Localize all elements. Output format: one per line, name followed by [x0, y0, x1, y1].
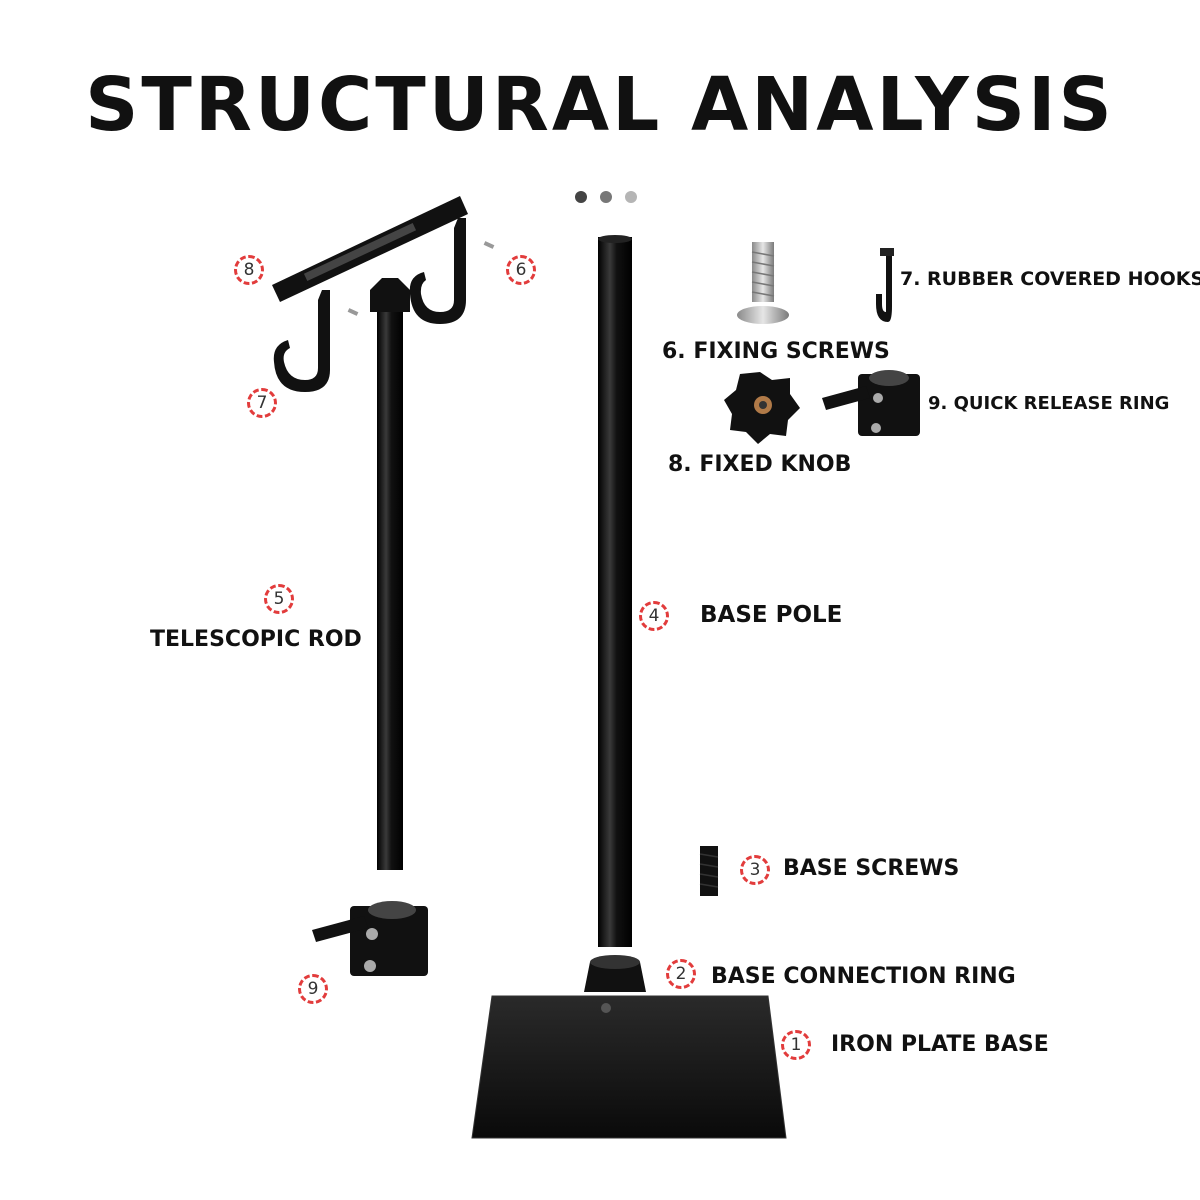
- badge-5: 5: [264, 584, 294, 614]
- page-title: STRUCTURAL ANALYSIS: [85, 62, 1115, 148]
- pager-dot-1[interactable]: [575, 191, 587, 203]
- label-base-connection-ring: BASE CONNECTION RING: [711, 964, 1016, 989]
- quick-release-ring-top: [822, 370, 920, 436]
- badge-6: 6: [506, 255, 536, 285]
- iron-plate-base: [471, 995, 787, 1139]
- label-telescopic-rod: TELESCOPIC ROD: [150, 627, 362, 652]
- label-fixing-screws: 6. FIXING SCREWS: [662, 339, 890, 364]
- label-base-pole: BASE POLE: [700, 602, 843, 628]
- badge-2: 2: [666, 959, 696, 989]
- pager-dot-3[interactable]: [625, 191, 637, 203]
- base-connection-ring: [584, 955, 646, 992]
- fixing-screw: [737, 242, 789, 324]
- label-quick-release-ring: 9. QUICK RELEASE RING: [928, 393, 1170, 414]
- bracket-plate: [272, 196, 468, 302]
- fixed-knob: [724, 372, 800, 444]
- badge-8: 8: [234, 255, 264, 285]
- badge-9: 9: [298, 974, 328, 1004]
- base-screw: [699, 846, 719, 896]
- hook-right: [409, 218, 466, 324]
- pager-dot-2[interactable]: [600, 191, 612, 203]
- label-iron-plate-base: IRON PLATE BASE: [831, 1032, 1049, 1057]
- hook-left: [273, 290, 330, 392]
- badge-4: 4: [639, 601, 669, 631]
- rubber-hook-small: [876, 248, 894, 322]
- label-fixed-knob: 8. FIXED KNOB: [668, 452, 852, 477]
- base-pole: [598, 235, 632, 947]
- badge-7: 7: [247, 388, 277, 418]
- badge-1: 1: [781, 1030, 811, 1060]
- telescopic-rod: [370, 278, 410, 870]
- badge-3: 3: [740, 855, 770, 885]
- label-base-screws: BASE SCREWS: [783, 856, 960, 881]
- label-rubber-covered-hooks: 7. RUBBER COVERED HOOKS: [900, 268, 1200, 290]
- small-screws: [347, 241, 495, 316]
- quick-release-ring-bottom: [312, 901, 428, 976]
